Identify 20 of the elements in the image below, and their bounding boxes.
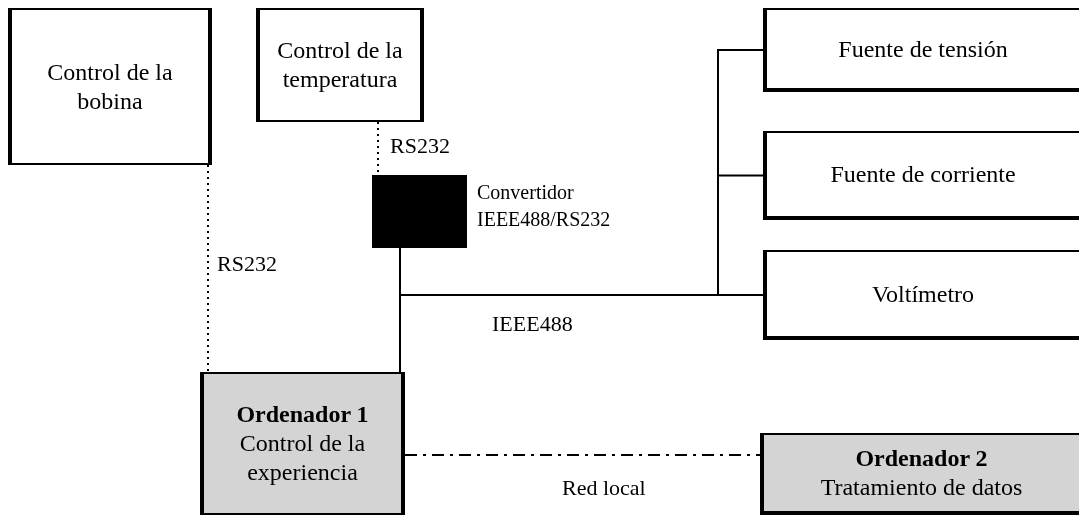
computer-box <box>200 372 405 515</box>
converter-caption: Convertidor IEEE488/RS232 <box>477 180 612 232</box>
box-text: Voltímetro <box>870 279 976 309</box>
box-text: Fuente de tensión <box>837 34 1009 64</box>
box-text: Tratamiento de datos <box>819 473 1024 502</box>
device-box <box>256 8 424 122</box>
box-heading: Ordenador 1 <box>235 400 370 430</box>
device-box <box>763 250 1079 340</box>
dotted-connector <box>404 454 761 456</box>
dotted-connector <box>207 164 209 373</box>
device-box <box>763 8 1079 92</box>
device-box <box>763 131 1079 220</box>
box-text: Control de la bobina <box>46 57 174 116</box>
box-text: Fuente de corriente <box>829 160 1017 189</box>
computer-box <box>760 433 1079 515</box>
device-box <box>8 8 212 165</box>
box-heading: Ordenador 2 <box>854 444 989 473</box>
box-text: Control de la experiencia <box>238 429 367 487</box>
box-text: Control de la temperatura <box>276 36 404 94</box>
converter-block <box>372 175 467 248</box>
